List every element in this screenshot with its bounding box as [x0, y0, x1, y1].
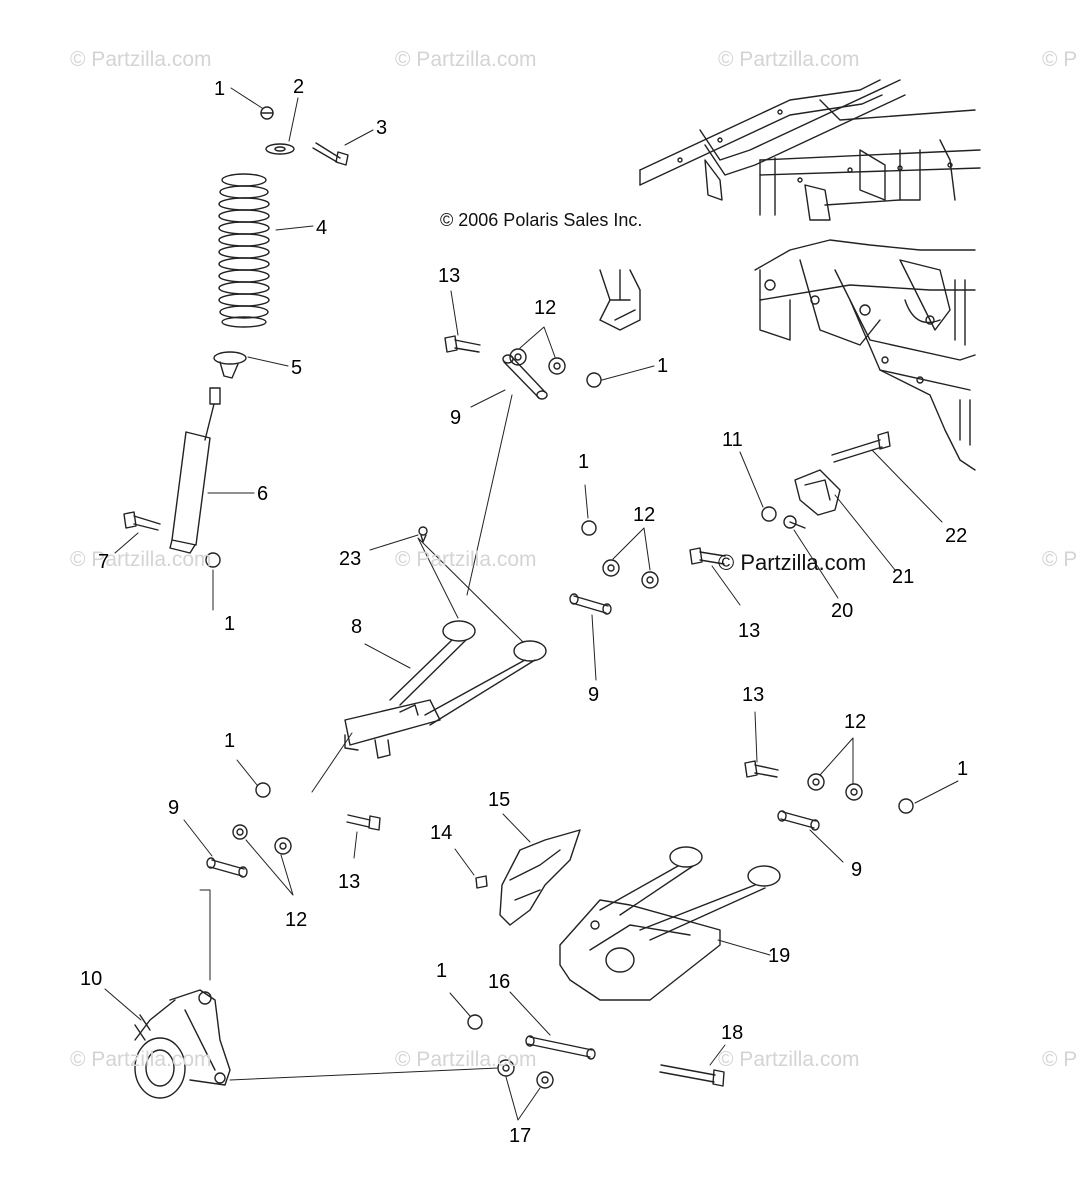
- callout-13: 13: [742, 684, 765, 706]
- callout-1: 1: [578, 451, 590, 473]
- watermark: © Partzilla.com: [395, 48, 537, 71]
- callout-5: 5: [291, 357, 303, 379]
- callout-19: 19: [768, 945, 791, 967]
- watermark: © Partzilla.com: [718, 1048, 860, 1071]
- watermark: © Partzilla.com: [395, 548, 537, 571]
- watermark: © Partzilla.com: [70, 548, 212, 571]
- watermark: © Partzilla.com: [395, 1048, 537, 1071]
- callout-1: 1: [224, 613, 236, 635]
- callout-13: 13: [338, 871, 361, 893]
- watermark: © P: [1042, 548, 1078, 571]
- upper-a-arm: [344, 526, 547, 759]
- bracket-mount: [599, 269, 641, 331]
- callout-1: 1: [957, 758, 969, 780]
- callout-12: 12: [534, 297, 557, 319]
- callout-23: 23: [339, 548, 362, 570]
- upper-hardware: [444, 335, 602, 400]
- callout-1: 1: [436, 960, 448, 982]
- watermark: © P: [1042, 48, 1078, 71]
- watermark: © Partzilla.com: [70, 1048, 212, 1071]
- callout-8: 8: [351, 616, 363, 638]
- callout-3: 3: [376, 117, 388, 139]
- callout-1: 1: [657, 355, 669, 377]
- watermark: © Partzilla.com: [718, 48, 860, 71]
- frame-assembly: [639, 79, 981, 471]
- center-watermark: © Partzilla.com: [718, 550, 867, 575]
- middle-hardware: [569, 431, 891, 615]
- callout-9: 9: [588, 684, 600, 706]
- callout-16: 16: [488, 971, 511, 993]
- callout-17: 17: [509, 1125, 532, 1147]
- callout-9: 9: [450, 407, 462, 429]
- callout-12: 12: [844, 711, 867, 733]
- callout-4: 4: [316, 217, 328, 239]
- lower-a-arm: [559, 846, 781, 1001]
- lower-left-hardware: [206, 782, 381, 878]
- callout-2: 2: [293, 76, 305, 98]
- callout-7: 7: [98, 551, 110, 573]
- callout-15: 15: [488, 789, 511, 811]
- callout-12: 12: [285, 909, 308, 931]
- callout-13: 13: [738, 620, 761, 642]
- copyright-notice: © 2006 Polaris Sales Inc.: [440, 210, 643, 230]
- watermark: © Partzilla.com: [70, 48, 212, 71]
- lower-right-hardware: [744, 760, 914, 831]
- callout-11: 11: [722, 429, 743, 451]
- callout-10: 10: [80, 968, 103, 990]
- callout-12: 12: [633, 504, 656, 526]
- callout-1: 1: [224, 730, 236, 752]
- skid-plate: [475, 829, 581, 926]
- callout-20: 20: [831, 600, 854, 622]
- leader-lines: [104, 87, 959, 1121]
- callout-9: 9: [851, 859, 863, 881]
- callout-1: 1: [214, 78, 226, 100]
- callout-9: 9: [168, 797, 180, 819]
- callout-22: 22: [945, 525, 968, 547]
- watermark: © P: [1042, 1048, 1078, 1071]
- coil-spring: [218, 173, 270, 328]
- spring-shock-assembly: [123, 106, 349, 568]
- callout-14: 14: [430, 822, 453, 844]
- callout-13: 13: [438, 265, 461, 287]
- callout-6: 6: [257, 483, 269, 505]
- knuckle: [134, 989, 231, 1099]
- callout-21: 21: [892, 566, 915, 588]
- bottom-hardware: [467, 1014, 725, 1089]
- callout-18: 18: [721, 1022, 744, 1044]
